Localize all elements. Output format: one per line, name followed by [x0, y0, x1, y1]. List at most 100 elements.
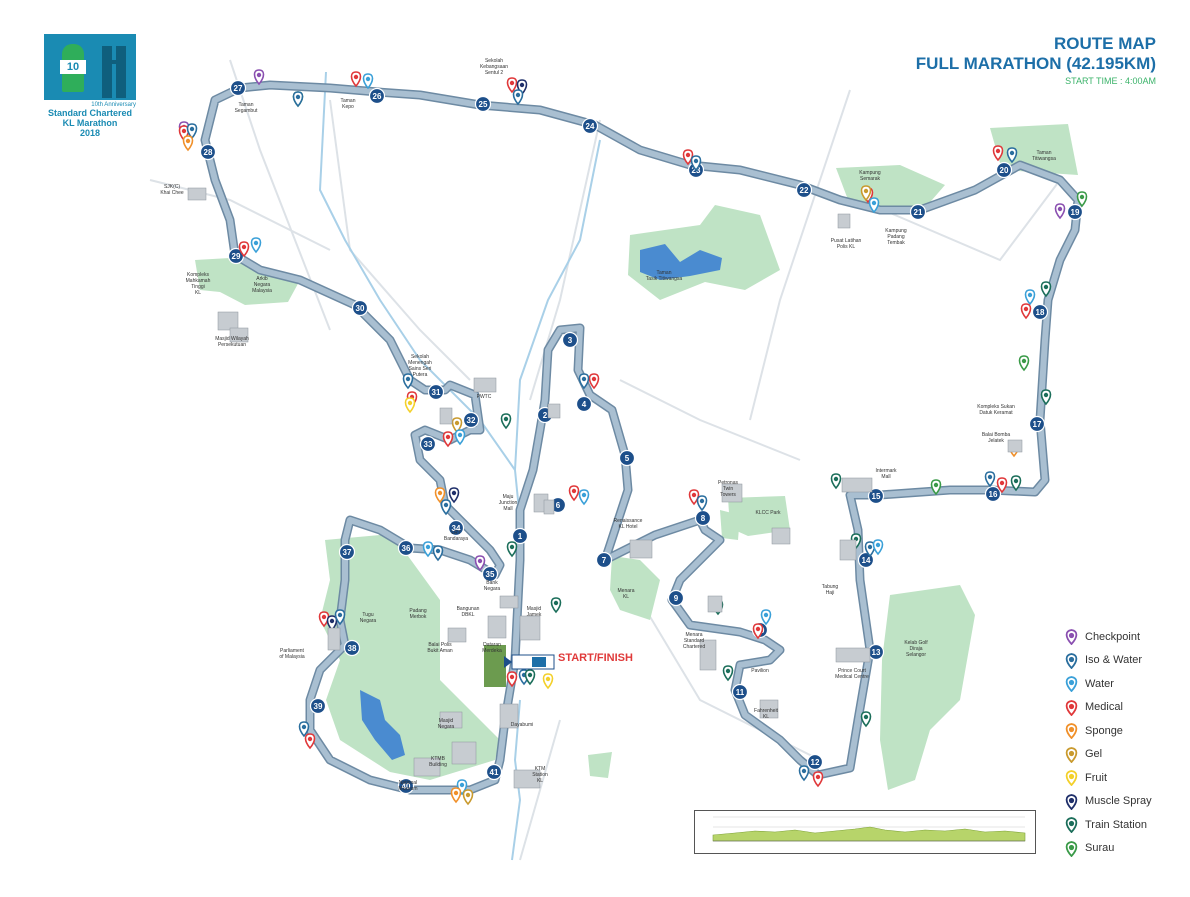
- km-marker-19: 19: [1066, 203, 1084, 221]
- km-marker-label: 26: [373, 92, 382, 101]
- km-marker-37: 37: [338, 543, 356, 561]
- landmark-building-icon: [519, 615, 541, 641]
- water-icon: [760, 609, 772, 626]
- km-marker-7: 7: [595, 551, 613, 569]
- map-title: ROUTE MAP: [1054, 34, 1156, 53]
- km-marker-label: 21: [914, 208, 923, 217]
- iso-water-icon: [512, 89, 524, 106]
- dataran-merdeka: [484, 645, 506, 687]
- lakes: [360, 244, 722, 760]
- landmark-building-icon: [707, 595, 723, 613]
- place-label: Pusat Latihan Polis KL: [830, 238, 862, 250]
- km-marker-label: 19: [1071, 208, 1080, 217]
- place-label: Fahrenheit KL: [754, 708, 778, 720]
- legend-label: Water: [1085, 677, 1114, 690]
- medical-icon: [506, 671, 518, 688]
- km-marker-38: 38: [343, 639, 361, 657]
- place-label: Kampung Semarak: [859, 170, 881, 182]
- place-label: Prince Court Medical Centre: [835, 668, 869, 680]
- legend-item: Checkpoint: [1064, 625, 1184, 649]
- landmark-building-icon: [487, 615, 507, 639]
- place-label: Menara Standard Chartered: [682, 632, 706, 650]
- landmark-building-icon: [499, 703, 519, 729]
- km-marker-label: 16: [989, 490, 998, 499]
- train-station-icon: [1064, 817, 1079, 834]
- km-marker-label: 37: [343, 548, 352, 557]
- medical-icon: [350, 71, 362, 88]
- train-station-icon: [860, 711, 872, 728]
- legend-label: Muscle Spray: [1085, 795, 1152, 808]
- landmark-building-icon: [327, 627, 341, 651]
- place-label: Bank Negara: [483, 580, 501, 592]
- legend-label: Surau: [1085, 842, 1115, 855]
- logo-line1: Standard Chartered: [47, 108, 133, 118]
- km-marker-label: 1: [518, 532, 523, 541]
- park-menara-kl: [610, 556, 660, 620]
- medical-icon: [688, 489, 700, 506]
- parks: [195, 124, 1078, 790]
- medical-icon: [1020, 303, 1032, 320]
- iso-water-icon: [402, 373, 414, 390]
- logo-line3: 2018: [79, 128, 101, 138]
- gel-icon: [462, 789, 474, 806]
- km-markers: 1234567891011121314151617181920212223242…: [199, 79, 1084, 795]
- muscle-spray-icon: [326, 615, 338, 632]
- km-marker-label: 15: [872, 492, 881, 501]
- landmark-building-icon: [699, 639, 717, 671]
- park-arkib: [195, 258, 300, 305]
- km-marker-28: 28: [199, 143, 217, 161]
- medical-icon: [1064, 699, 1079, 717]
- iso-water-icon: [298, 721, 310, 738]
- checkpoint-icon: [253, 69, 265, 86]
- gel-icon: [860, 185, 872, 202]
- park-small-1: [588, 752, 612, 778]
- km-marker-label: 33: [424, 440, 433, 449]
- iso-water-icon: [696, 495, 708, 512]
- place-label: Balai Bomba Jelatek: [981, 432, 1011, 444]
- km-marker-label: 34: [452, 524, 461, 533]
- km-marker-label: 3: [568, 336, 573, 345]
- water-icon: [872, 539, 884, 556]
- water-icon: [868, 197, 880, 214]
- legend-item: Iso & Water: [1064, 649, 1184, 673]
- legend-label: Sponge: [1085, 724, 1123, 737]
- km-marker-33: 33: [419, 435, 437, 453]
- landmark-building-icon: [835, 647, 871, 663]
- km-marker-21: 21: [909, 203, 927, 221]
- iso-water-icon: [798, 765, 810, 782]
- place-label: KTM Station KL: [532, 766, 548, 784]
- place-label: Kompleks Mahkamah Tinggi KL: [185, 272, 211, 296]
- landmark-building-icon: [1007, 439, 1023, 453]
- place-label: Taman Titiwangsa: [1032, 150, 1056, 162]
- km-marker-label: 9: [674, 594, 679, 603]
- place-label: PWTC: [476, 394, 492, 400]
- place-label: Sekolah Kebangsaan Sentul 2: [479, 58, 509, 76]
- legend-item: Water: [1064, 672, 1184, 696]
- train-station-icon: [1040, 389, 1052, 406]
- logo-line2: KL Marathon: [62, 118, 118, 128]
- iso-water-icon: [690, 155, 702, 172]
- medical-icon: [682, 149, 694, 166]
- km-marker-label: 29: [232, 252, 241, 261]
- water-icon: [362, 73, 374, 90]
- place-label: National Museum: [398, 780, 418, 792]
- iso-water-icon: [578, 373, 590, 390]
- landmark-building-icon: [839, 539, 857, 561]
- surau-icon: [1018, 355, 1030, 372]
- train-station-icon: [1040, 281, 1052, 298]
- km-marker-label: 24: [586, 122, 595, 131]
- km-marker-20: 20: [995, 161, 1013, 179]
- lake-titiwangsa: [640, 244, 722, 280]
- landmark-building-icon: [451, 741, 477, 765]
- landmark-building-icon: [759, 699, 779, 719]
- place-label: Tabung Haji: [821, 584, 839, 596]
- landmark-building-icon: [543, 499, 555, 515]
- medical-icon: [752, 623, 764, 640]
- km-marker-11: 11: [731, 683, 749, 701]
- train-station-icon: [1010, 475, 1022, 492]
- place-label: Taman Kepo: [340, 98, 356, 110]
- place-label: LRT Bandaraya: [443, 530, 469, 542]
- km-marker-label: 22: [800, 186, 809, 195]
- km-marker-26: 26: [368, 87, 386, 105]
